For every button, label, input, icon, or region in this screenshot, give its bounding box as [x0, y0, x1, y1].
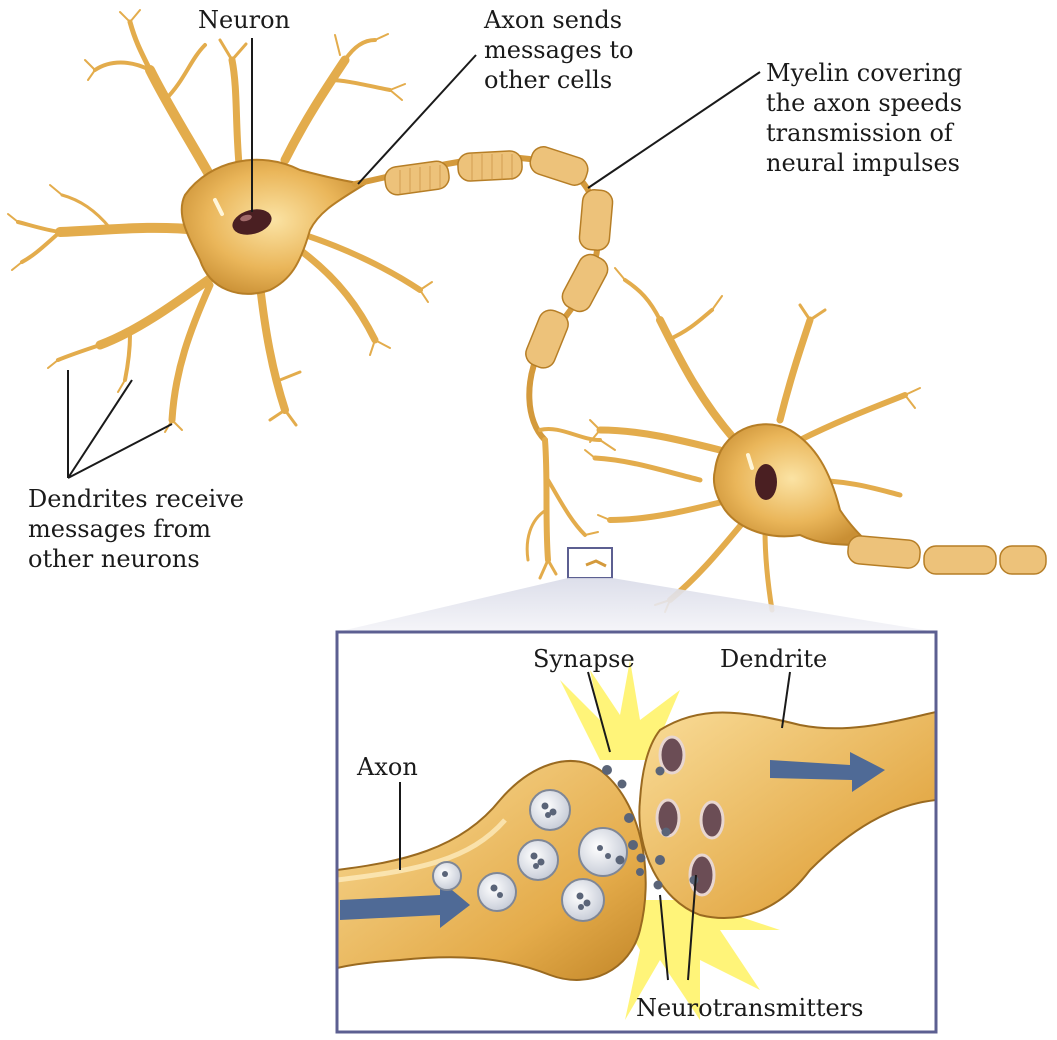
zoom-cone — [337, 578, 936, 632]
label-myelin: Myelin covering the axon speeds transmis… — [766, 58, 962, 178]
neuron-2-myelin — [847, 535, 1046, 574]
label-neurotransmitters: Neurotransmitters — [636, 993, 864, 1023]
label-dendrite: Dendrite — [720, 644, 827, 674]
axon-1 — [355, 144, 615, 578]
label-neuron: Neuron — [198, 5, 290, 35]
synapse-inset — [337, 632, 936, 1032]
neuron-1 — [8, 10, 432, 432]
neuron-2-nucleus — [755, 464, 777, 500]
label-dendrites: Dendrites receive messages from other ne… — [28, 484, 244, 574]
myelin-segments — [383, 144, 613, 372]
neuron-2 — [585, 268, 1046, 612]
neuron-1-soma — [182, 160, 365, 294]
label-synapse: Synapse — [533, 644, 635, 674]
label-axon: Axon — [357, 752, 418, 782]
label-axon-sends: Axon sends messages to other cells — [484, 5, 634, 95]
